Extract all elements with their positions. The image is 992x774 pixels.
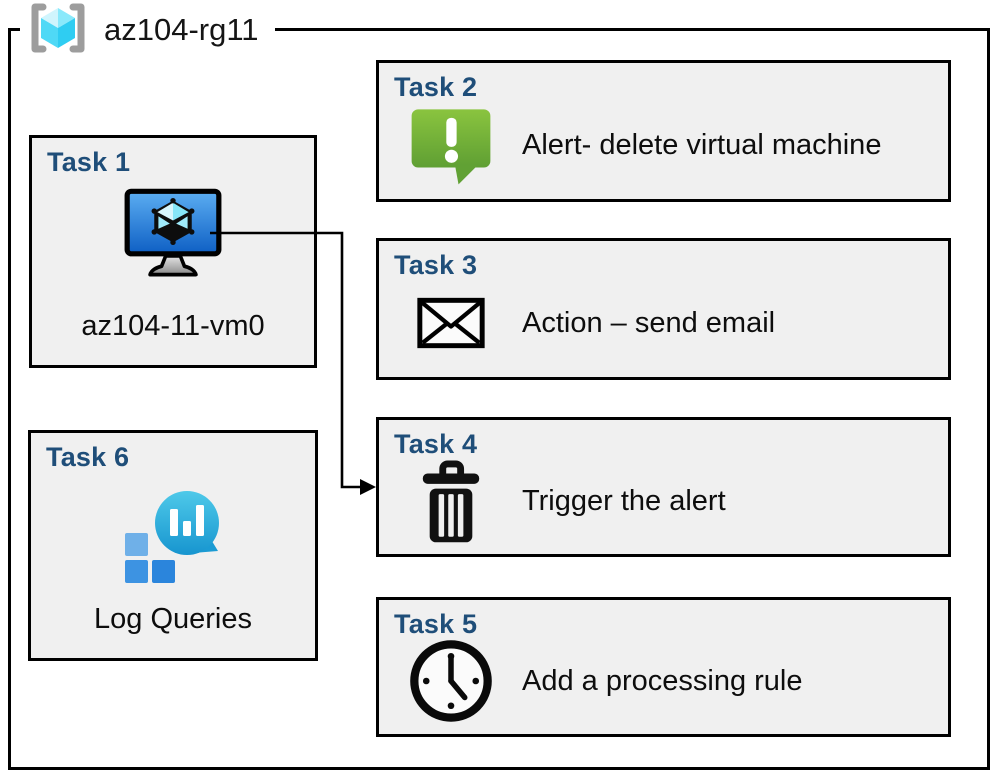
resource-group-header: az104-rg11 [20,0,275,60]
task-1-label: az104-11-vm0 [81,310,265,342]
task-1-title: Task 1 [47,147,131,177]
alert-message-icon [405,100,497,190]
task-6-title: Task 6 [46,442,130,472]
resource-group-name: az104-rg11 [104,12,259,47]
task-5-box: Task 5 Add a processing rule [376,597,951,737]
task-3-label: Action – send email [522,306,776,339]
trash-delete-icon [405,458,497,544]
task-1-box: Task 1 [29,135,317,368]
clock-icon [405,637,497,725]
task-4-box: Task 4 Trigger the alert [376,417,951,557]
email-envelope-icon [405,297,497,349]
virtual-machine-icon [123,188,223,285]
task-5-title: Task 5 [394,609,478,639]
task-6-box: Task 6 Log Queries [28,430,318,661]
task-4-title: Task 4 [394,429,478,459]
task-5-label: Add a processing rule [522,664,803,697]
task-6-label: Log Queries [94,603,252,635]
task-2-box: Task 2 Alert- delete virtual machine [376,60,951,202]
log-analytics-icon [121,483,225,592]
task-3-box: Task 3 Action – send email [376,238,951,380]
task-2-title: Task 2 [394,72,478,102]
task-4-label: Trigger the alert [522,484,726,517]
task-3-title: Task 3 [394,250,478,280]
task-2-label: Alert- delete virtual machine [522,128,882,161]
resource-group-icon [26,0,90,61]
